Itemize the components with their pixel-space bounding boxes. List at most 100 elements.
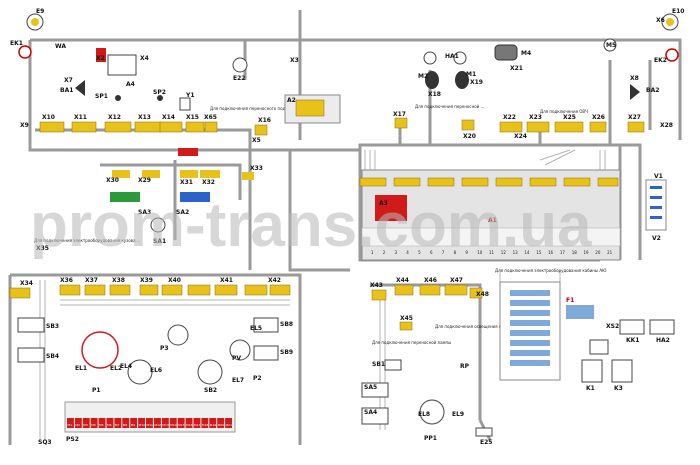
label-ha2: HA2 [656, 337, 670, 344]
label-sa2: SA2 [176, 209, 189, 216]
bottom-terminal [169, 418, 177, 428]
lower-middle: X43 X44 X46 X47 X48 X45 Для подключения … [361, 268, 607, 446]
label-x33: X33 [250, 165, 263, 172]
label-x6: X6 [656, 17, 665, 24]
label-y1: Y1 [185, 92, 195, 99]
note-n1: Для подключения переносного подкапотного… [210, 106, 312, 111]
label-sb1: SB1 [372, 361, 385, 368]
lower-right: F1 XS2 KK1 HA2 K1 K3 [499, 281, 675, 392]
e22-lamp: E22 [232, 57, 248, 82]
label-sa3: SA3 [138, 209, 151, 216]
label-el6: EL6 [150, 367, 162, 374]
label-x44: X44 [396, 277, 409, 284]
label-ek2: EK2 [654, 57, 667, 64]
bottom-terminal [146, 418, 153, 428]
headlamp-left: E9 [26, 8, 44, 31]
label-el8: EL8 [418, 411, 430, 418]
lower-left-switches: SB3 SB4 SB8 SB9 [17, 317, 293, 363]
bottom-terminal-label: M12 [155, 423, 161, 427]
bottom-terminal [225, 418, 232, 428]
bottom-terminal [114, 418, 122, 428]
label-x39: X39 [140, 277, 153, 284]
bottom-terminal-label: M9 [131, 423, 136, 427]
label-rp: RP [460, 363, 470, 370]
label-m5: M5 [606, 42, 616, 49]
label-x12: X12 [108, 114, 121, 121]
connector-row-top [39, 117, 645, 136]
label-x8: X8 [630, 75, 639, 82]
label-a3: A3 [379, 200, 388, 207]
bottom-terminal-label: M11 [147, 423, 153, 427]
panel-number: 15 [536, 250, 542, 255]
label-el1: EL1 [75, 365, 87, 372]
bottom-terminal-label: M8 [123, 423, 128, 427]
label-sp2: SP2 [153, 89, 166, 96]
sp-sensors: SP1 SP2 Y1 Для подключения переносного п… [95, 89, 312, 111]
label-x37: X37 [85, 277, 98, 284]
label-ek1: EK1 [10, 40, 23, 47]
bottom-terminal-label: M10 [139, 423, 145, 427]
label-x41: X41 [220, 277, 233, 284]
a4-relay-block: A4 X2 X4 [96, 48, 149, 88]
bottom-terminal-label: M16 [186, 423, 192, 427]
connector-row-top-labels: X10 X11 X12 X13 X14 X15 X65 X16 X17 X20 … [42, 104, 641, 140]
label-wa: WA [55, 43, 66, 50]
label-sb9: SB9 [280, 349, 293, 356]
label-x36: X36 [60, 277, 73, 284]
bottom-terminal-label: M1 [68, 423, 73, 427]
label-x13: X13 [138, 114, 151, 121]
label-xs2: XS2 [606, 323, 619, 330]
switch-cluster: X30 X29 X31 X32 SA3 SA2 SA1 X33 X5 [106, 137, 263, 245]
watermark-text: prom-trans.com.ua [30, 191, 592, 260]
note-n2: Для подключения переносной ... [415, 104, 484, 109]
label-x4: X4 [140, 55, 149, 62]
panel-number: 9 [465, 250, 468, 255]
panel-number: 10 [477, 250, 483, 255]
label-sb3: SB3 [46, 323, 59, 330]
label-el4: EL4 [120, 363, 132, 370]
panel-number: 11 [489, 250, 495, 255]
note-n6: Для подключения переносной лампы [372, 340, 451, 345]
label-x46: X46 [424, 277, 437, 284]
label-x3: X3 [290, 57, 299, 64]
panel-number: 4 [406, 250, 409, 255]
label-pv: PV [232, 355, 241, 362]
label-sq3: SQ3 [38, 439, 52, 446]
panel-number: 19 [584, 250, 590, 255]
label-x26: X26 [592, 114, 605, 121]
label-x17: X17 [393, 111, 406, 118]
bottom-terminal-label: M20 [218, 423, 224, 427]
label-x43: X43 [370, 282, 383, 289]
headlamp-right: E10 [661, 8, 684, 31]
label-e10: E10 [672, 8, 684, 15]
label-k3: K3 [614, 385, 623, 392]
bottom-terminal-label: M17 [194, 423, 200, 427]
label-x23: X23 [529, 114, 542, 121]
m5-component: M5 [603, 38, 617, 52]
note-n5: Для подключения электрооборудования каби… [495, 268, 607, 273]
label-x11: X11 [74, 114, 87, 121]
label-e22: E22 [233, 75, 245, 82]
label-kk1: KK1 [626, 337, 639, 344]
bottom-terminal-label: M2 [75, 423, 80, 427]
label-ba2: BA2 [646, 87, 659, 94]
label-x21: X21 [510, 65, 523, 72]
panel-number: 1 [371, 250, 374, 255]
panel-number: 21 [607, 250, 613, 255]
label-f1: F1 [566, 297, 574, 304]
label-x10: X10 [42, 114, 55, 121]
bottom-terminal [90, 418, 98, 428]
label-k1: K1 [586, 385, 595, 392]
panel-number: 6 [430, 250, 433, 255]
note-n7: Для подключения освещения подсобки фар [435, 324, 529, 329]
label-v2: V2 [652, 235, 661, 242]
panel-number: 7 [442, 250, 445, 255]
a2-block: A2 [284, 94, 341, 124]
panel-connectors [359, 177, 619, 187]
label-e25: E25 [480, 439, 492, 446]
label-sb2: SB2 [204, 387, 217, 394]
ba1-speaker: BA1 [60, 80, 85, 96]
label-x27: X27 [628, 114, 641, 121]
label-sb4: SB4 [46, 353, 59, 360]
